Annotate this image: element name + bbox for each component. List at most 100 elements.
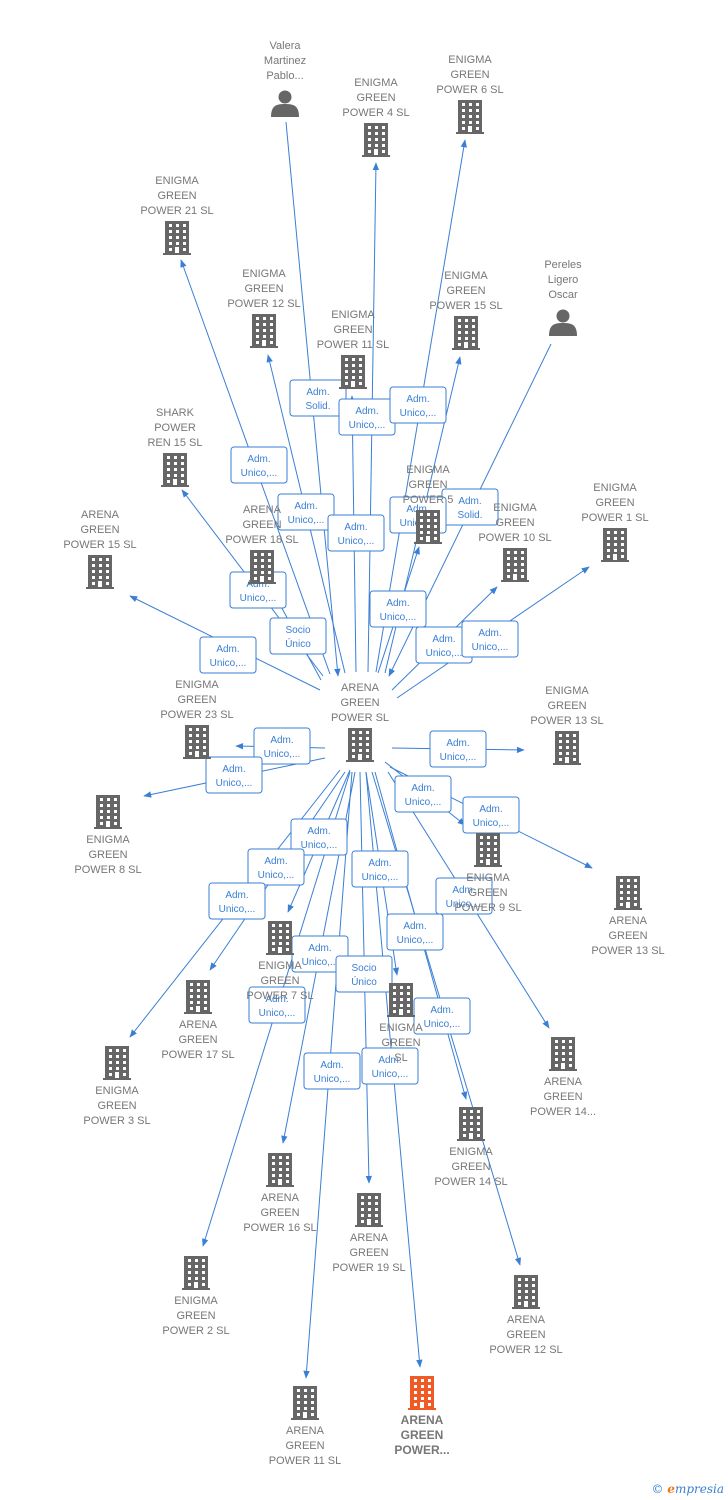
building-icon bbox=[549, 1037, 577, 1071]
edge-label-ag15[interactable]: Adm.Unico,... bbox=[199, 636, 257, 674]
node-label-line: POWER 19 SL bbox=[332, 1262, 405, 1274]
edge-label-eg1[interactable]: Adm.Unico,... bbox=[461, 620, 519, 658]
node-label-line: POWER 16 SL bbox=[243, 1222, 316, 1234]
edge-label-text: Unico,... bbox=[216, 778, 253, 789]
edge-label-text: Adm. bbox=[320, 1060, 343, 1071]
node-label-line: ENIGMA bbox=[493, 502, 537, 514]
node-label-line: ENIGMA bbox=[448, 54, 492, 66]
edge-label-text: Único bbox=[285, 637, 311, 650]
edge-label-ag16[interactable]: Adm.Unico,... bbox=[291, 935, 349, 973]
edge-label-box bbox=[389, 386, 447, 424]
edge-label-eg3[interactable]: Adm.Unico,... bbox=[208, 882, 266, 920]
node-label-line: GREEN bbox=[242, 519, 281, 531]
building-icon bbox=[86, 555, 114, 589]
node-label-line: POWER 6 SL bbox=[436, 84, 503, 96]
edge-label-box bbox=[205, 756, 263, 794]
edge-label-eg12[interactable]: Adm.Unico,... bbox=[277, 493, 335, 531]
edge-label-text: Unico,... bbox=[301, 840, 338, 851]
footer-brand[interactable]: © empresia bbox=[651, 1482, 724, 1496]
node-label-line: ENIGMA bbox=[331, 309, 375, 321]
edge-label-text: Adm. bbox=[306, 387, 329, 398]
edge-label-eg13[interactable]: Adm.Unico,... bbox=[429, 730, 487, 768]
edge-label-text: Socio bbox=[285, 625, 310, 636]
edge-label-box bbox=[369, 590, 427, 628]
edge-label-eg8[interactable]: Adm.Unico,... bbox=[205, 756, 263, 794]
node-label-line: ENIGMA bbox=[174, 1295, 218, 1307]
edge-label-ag12[interactable]: Adm.Unico,... bbox=[413, 997, 471, 1035]
node-label-line: ARENA bbox=[507, 1314, 546, 1326]
edge-label-eg11[interactable]: Adm.Unico,... bbox=[327, 514, 385, 552]
node-label-line: ARENA bbox=[179, 1019, 218, 1031]
node-label-line: ENIGMA bbox=[466, 872, 510, 884]
building-icon bbox=[456, 100, 484, 134]
edge-label-eg4[interactable]: Adm.Unico,... bbox=[338, 398, 396, 436]
node-label-line: SHARK bbox=[156, 407, 195, 419]
person-icon bbox=[549, 309, 577, 336]
edge-label-ag13[interactable]: Adm.Unico,... bbox=[462, 796, 520, 834]
edge-label-text: Unico,... bbox=[302, 957, 339, 968]
edge-label-text: Unico,... bbox=[362, 872, 399, 883]
building-icon bbox=[266, 1153, 294, 1187]
edge-label-text: Adm. bbox=[294, 501, 317, 512]
node-label-line: ENIGMA bbox=[449, 1146, 493, 1158]
node-label-line: ARENA bbox=[350, 1232, 389, 1244]
node-label-line: ENIGMA bbox=[95, 1085, 139, 1097]
edge-label-egy[interactable]: Adm.Unico,... bbox=[351, 850, 409, 888]
edge-label-eg9[interactable]: Adm.Unico,... bbox=[394, 775, 452, 813]
edge-label-eg5[interactable]: Adm.Unico,... bbox=[369, 590, 427, 628]
edge-label-text: Unico,... bbox=[426, 648, 463, 659]
edge-label-eg14[interactable]: Adm.Unico,... bbox=[386, 913, 444, 951]
edge-label-ag11[interactable]: Adm.Unico,... bbox=[303, 1052, 361, 1090]
node-label-line: POWER 15 SL bbox=[429, 300, 502, 312]
edge-label-eg21[interactable]: Adm.Unico,... bbox=[230, 446, 288, 484]
edge-label-eg6[interactable]: Adm.Unico,... bbox=[389, 386, 447, 424]
edge-label-ag17[interactable]: Adm.Unico,... bbox=[247, 848, 305, 886]
edge-label-valera[interactable]: Adm.Solid. bbox=[289, 379, 347, 417]
node-label-line: Martinez bbox=[264, 55, 306, 67]
edge-label-egx[interactable]: Adm.Unico,... bbox=[290, 818, 348, 856]
edge-label-text: Adm. bbox=[264, 856, 287, 867]
edge-label-agx[interactable]: Adm.Unico,... bbox=[361, 1047, 419, 1085]
node-label-line: GREEN bbox=[547, 700, 586, 712]
edge-label-eg23[interactable]: Adm.Unico,... bbox=[253, 727, 311, 765]
node-valera[interactable]: ValeraMartinezPablo... bbox=[264, 40, 306, 117]
building-icon bbox=[362, 123, 390, 157]
edge-label-eg2[interactable]: Adm.Unico,... bbox=[248, 986, 306, 1024]
edge-label-ag14[interactable]: Adm.Unico,... bbox=[435, 877, 493, 915]
node-label-line: ARENA bbox=[401, 1413, 444, 1427]
node-agx[interactable]: ARENAGREENPOWER... bbox=[394, 1376, 450, 1457]
